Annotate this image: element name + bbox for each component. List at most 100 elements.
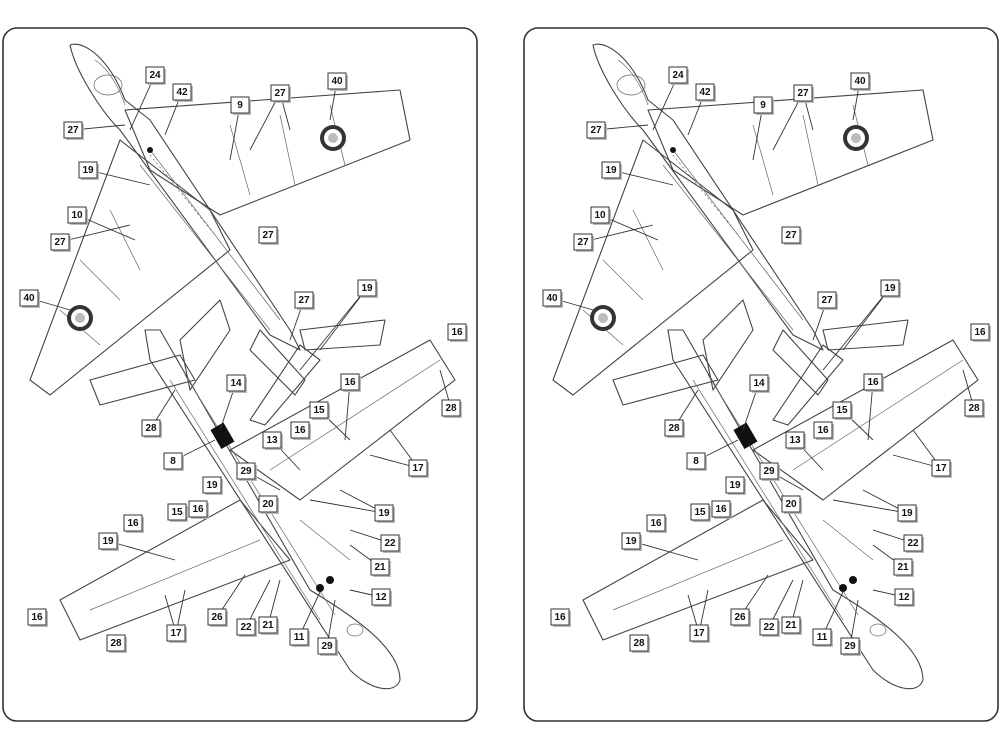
callout-box bbox=[317, 637, 337, 655]
callout-marker: 15 bbox=[167, 503, 188, 522]
callout-number: 8 bbox=[693, 456, 699, 467]
callout-number: 19 bbox=[729, 480, 741, 491]
callout-marker: 28 bbox=[629, 634, 650, 653]
callout-box bbox=[931, 459, 951, 477]
callout-number: 28 bbox=[445, 403, 457, 414]
callout-number: 21 bbox=[897, 562, 909, 573]
callout-number: 20 bbox=[262, 499, 274, 510]
callout-marker: 21 bbox=[370, 558, 391, 577]
callout-box bbox=[759, 462, 779, 480]
callout-number: 19 bbox=[206, 480, 218, 491]
callout-number: 22 bbox=[907, 538, 919, 549]
callout-number: 21 bbox=[374, 562, 386, 573]
callout-box bbox=[730, 608, 750, 626]
callout-leader-line bbox=[319, 287, 368, 351]
callout-number: 26 bbox=[734, 612, 746, 623]
callout-box bbox=[106, 634, 126, 652]
callout-box bbox=[964, 399, 984, 417]
callout-box bbox=[646, 514, 666, 532]
callout-number: 17 bbox=[412, 463, 424, 474]
callout-box bbox=[781, 495, 801, 513]
callout-box bbox=[166, 624, 186, 642]
callout-box bbox=[19, 289, 39, 307]
callout-marker: 29 bbox=[236, 462, 257, 481]
callout-marker: 9 bbox=[753, 96, 774, 115]
callout-leader-line bbox=[842, 287, 891, 351]
callout-number: 15 bbox=[171, 507, 183, 518]
callout-number: 28 bbox=[145, 423, 157, 434]
callout-number: 27 bbox=[821, 295, 833, 306]
callout-marker: 21 bbox=[893, 558, 914, 577]
callout-number: 13 bbox=[789, 435, 801, 446]
callout-marker: 22 bbox=[759, 618, 780, 637]
callout-box bbox=[236, 462, 256, 480]
callout-marker: 27 bbox=[50, 233, 71, 252]
callout-box bbox=[163, 452, 183, 470]
callout-box bbox=[50, 233, 70, 251]
callout-box bbox=[340, 373, 360, 391]
callout-box bbox=[759, 618, 779, 636]
callout-number: 16 bbox=[715, 504, 727, 515]
callout-marker: 26 bbox=[730, 608, 751, 627]
callout-marker: 28 bbox=[106, 634, 127, 653]
callout-number: 16 bbox=[867, 377, 879, 388]
callout-number: 9 bbox=[760, 100, 766, 111]
callout-number: 42 bbox=[176, 87, 188, 98]
callout-leader-line bbox=[107, 540, 176, 561]
callout-marker: 29 bbox=[317, 637, 338, 656]
callout-box bbox=[357, 279, 377, 297]
callout-marker: 19 bbox=[98, 532, 119, 551]
callout-number: 27 bbox=[54, 237, 66, 248]
callout-marker: 21 bbox=[781, 616, 802, 635]
callout-marker: 19 bbox=[202, 476, 223, 495]
callout-box bbox=[840, 637, 860, 655]
callout-box bbox=[327, 72, 347, 90]
callout-number: 20 bbox=[785, 499, 797, 510]
callout-box bbox=[447, 323, 467, 341]
callout-box bbox=[270, 84, 290, 102]
callout-number: 27 bbox=[67, 125, 79, 136]
callout-number: 27 bbox=[797, 88, 809, 99]
callout-leader-line bbox=[822, 287, 891, 371]
callout-marker: 16 bbox=[188, 500, 209, 519]
callout-box bbox=[370, 558, 390, 576]
callout-marker: 28 bbox=[141, 419, 162, 438]
callout-marker: 10 bbox=[590, 206, 611, 225]
callout-box bbox=[832, 401, 852, 419]
callout-box bbox=[289, 628, 309, 646]
callout-marker: 15 bbox=[832, 401, 853, 420]
callout-marker: 8 bbox=[163, 452, 184, 471]
callout-number: 40 bbox=[854, 76, 866, 87]
callout-box bbox=[141, 419, 161, 437]
callout-number: 11 bbox=[294, 632, 305, 643]
callout-number: 40 bbox=[23, 293, 35, 304]
callout-number: 16 bbox=[344, 377, 356, 388]
callout-box bbox=[863, 373, 883, 391]
callout-box bbox=[664, 419, 684, 437]
callout-marker: 28 bbox=[664, 419, 685, 438]
callout-number: 29 bbox=[763, 466, 775, 477]
callout-marker: 19 bbox=[897, 504, 918, 523]
callout-leader-line bbox=[630, 540, 699, 561]
callout-number: 12 bbox=[898, 592, 910, 603]
callout-box bbox=[621, 532, 641, 550]
callout-marker: 9 bbox=[230, 96, 251, 115]
callout-marker: 27 bbox=[258, 226, 279, 245]
callout-number: 21 bbox=[785, 620, 797, 631]
callout-number: 24 bbox=[672, 70, 684, 81]
callout-marker: 19 bbox=[374, 504, 395, 523]
callout-box bbox=[689, 624, 709, 642]
callout-marker: 16 bbox=[123, 514, 144, 533]
callout-box bbox=[785, 431, 805, 449]
callout-marker: 27 bbox=[573, 233, 594, 252]
callout-marker: 12 bbox=[894, 588, 915, 607]
callout-marker: 40 bbox=[19, 289, 40, 308]
callout-box bbox=[880, 279, 900, 297]
callout-number: 14 bbox=[753, 378, 765, 389]
callout-box bbox=[123, 514, 143, 532]
callout-marker: 27 bbox=[781, 226, 802, 245]
callout-number: 19 bbox=[625, 536, 637, 547]
callout-marker: 19 bbox=[601, 161, 622, 180]
callout-marker: 22 bbox=[380, 534, 401, 553]
callout-marker: 16 bbox=[970, 323, 991, 342]
